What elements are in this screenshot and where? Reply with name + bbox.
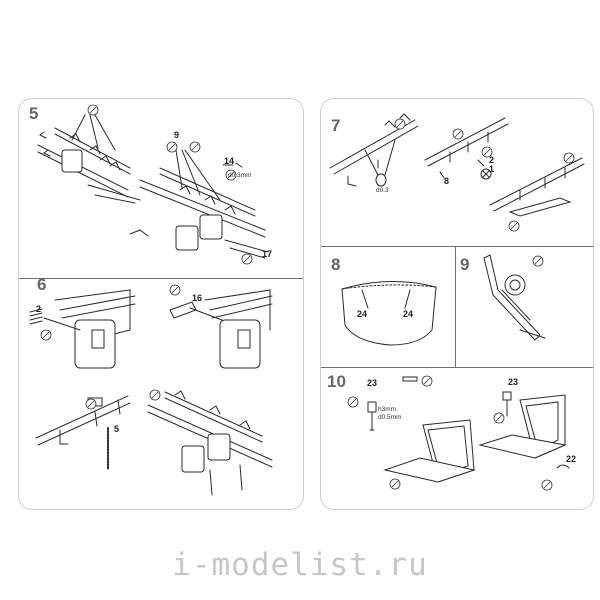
part-callout: 22 <box>566 454 577 464</box>
step-number-9: 9 <box>460 255 470 274</box>
glue-icon <box>389 478 401 490</box>
glue-icon <box>40 329 52 341</box>
step-number-6: 6 <box>37 275 47 294</box>
part-callout: 5 <box>114 424 120 434</box>
glue-icon <box>541 479 553 491</box>
part-callout: 24 <box>403 309 414 319</box>
glue-icon <box>421 375 433 387</box>
part-callout: 17 <box>262 249 273 259</box>
part-callout: 8 <box>444 176 450 186</box>
part-callout: 23 <box>508 377 519 387</box>
part-callout: 1 <box>489 164 495 174</box>
part-callout: 24 <box>357 309 368 319</box>
seat-frame-step10-b <box>478 391 570 469</box>
glue-icon <box>563 152 575 164</box>
dimension-label: d0.3mm <box>228 172 252 179</box>
glue-icon <box>225 169 237 181</box>
armrest-drawing-step9 <box>483 254 546 341</box>
glue-icon <box>149 389 161 401</box>
glue-icon <box>85 398 97 410</box>
step-divider <box>321 246 593 247</box>
step-number-7: 7 <box>331 116 341 135</box>
part-callout: 23 <box>367 378 378 388</box>
glue-icon <box>347 396 359 408</box>
glue-icon <box>189 141 201 153</box>
glue-icon <box>493 412 505 424</box>
twin-mg-drawing-step5-a <box>37 114 141 204</box>
mg-detail-step6-b <box>169 289 273 369</box>
twin-mg-drawing-step6-d <box>147 390 273 496</box>
seat-cushion-step8 <box>341 281 437 346</box>
glue-icon <box>532 255 544 267</box>
part-callout: 2 <box>489 155 495 165</box>
glue-icon <box>508 220 520 232</box>
mg-drawing-step7-a <box>329 113 419 187</box>
mg-drawing-step7-b <box>424 117 509 180</box>
seat-frame-step10-a <box>367 376 476 483</box>
part-callout: 14 <box>224 156 235 166</box>
step-divider <box>455 246 456 367</box>
mg-detail-step6-a <box>29 289 136 369</box>
glue-icon <box>241 253 253 265</box>
part-callout: 16 <box>192 293 203 303</box>
dimension-label: d0.3 <box>376 187 389 194</box>
glue-icon <box>87 104 99 116</box>
dimension-label: h3mm <box>378 406 397 413</box>
step-number-8: 8 <box>331 255 341 274</box>
step-divider <box>321 367 593 368</box>
step-divider <box>19 278 303 279</box>
part-callout: 2 <box>36 304 42 314</box>
mg-drawing-step7-c <box>489 157 585 217</box>
dimension-label: d0.5mm <box>378 414 402 421</box>
step-number-5: 5 <box>29 104 39 123</box>
glue-icon <box>452 128 464 140</box>
glue-icon <box>169 284 181 296</box>
glue-icon <box>481 146 493 158</box>
glue-icon <box>394 118 406 130</box>
part-callout: 9 <box>174 130 180 140</box>
step-number-10: 10 <box>327 372 346 391</box>
site-watermark: i-modelist.ru <box>172 547 428 583</box>
glue-icon <box>166 141 178 153</box>
twin-mg-drawing-step5-b <box>129 149 269 259</box>
